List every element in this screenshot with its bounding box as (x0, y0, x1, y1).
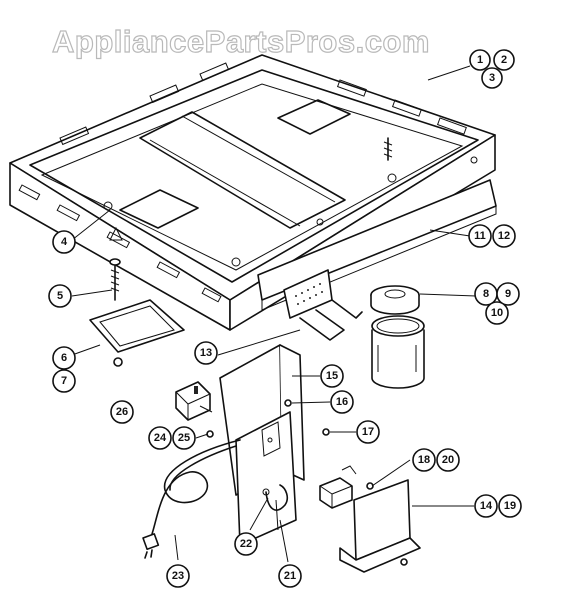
screw-bottom (400, 558, 408, 566)
callout-12: 12 (492, 224, 516, 248)
bracket-14 (339, 479, 421, 573)
callout-17: 17 (356, 420, 380, 444)
callout-7: 7 (52, 369, 76, 393)
svg-text:25: 25 (178, 432, 190, 444)
svg-text:24: 24 (154, 432, 167, 444)
callout-3: 3 (481, 67, 503, 89)
vent-bracket (283, 269, 363, 341)
svg-text:16: 16 (336, 396, 348, 408)
svg-text:8: 8 (483, 288, 489, 300)
callout-10: 10 (485, 301, 509, 325)
callout-1: 1 (469, 49, 491, 71)
svg-text:11: 11 (474, 230, 486, 242)
callout-23: 23 (166, 564, 190, 588)
cooktop-pan (9, 54, 496, 331)
screw-17 (322, 428, 330, 436)
svg-text:15: 15 (326, 370, 338, 382)
callout-20: 20 (436, 448, 460, 472)
control-bracket (219, 344, 305, 546)
svg-text:6: 6 (61, 352, 67, 364)
cover-plate (89, 299, 185, 367)
callout-19: 19 (498, 494, 522, 518)
screw-16 (284, 399, 292, 407)
grease-jar (370, 285, 425, 389)
power-cord (142, 439, 241, 559)
svg-text:19: 19 (504, 500, 516, 512)
svg-text:10: 10 (491, 307, 503, 319)
callout-9: 9 (496, 282, 520, 306)
svg-text:7: 7 (61, 375, 67, 387)
svg-text:2: 2 (501, 54, 507, 66)
svg-text:22: 22 (240, 538, 252, 550)
svg-text:14: 14 (480, 500, 493, 512)
terminal-block (319, 465, 357, 509)
switch-26 (175, 381, 211, 421)
svg-text:21: 21 (284, 570, 296, 582)
callout-15: 15 (320, 364, 344, 388)
watermark-text: AppliancePartsPros.com (52, 24, 430, 59)
callout-6: 6 (52, 346, 76, 370)
svg-text:26: 26 (116, 406, 128, 418)
callout-26: 26 (110, 400, 134, 424)
screw-18 (366, 482, 374, 490)
screw-5 (109, 258, 121, 301)
callout-4: 4 (52, 230, 76, 254)
callout-18: 18 (412, 448, 436, 472)
svg-text:18: 18 (418, 454, 430, 466)
svg-text:3: 3 (489, 72, 495, 84)
callout-24: 24 (148, 426, 172, 450)
svg-text:13: 13 (200, 347, 212, 359)
callout-2: 2 (493, 49, 515, 71)
callout-13: 13 (194, 341, 218, 365)
callout-14: 14 (474, 494, 498, 518)
svg-text:5: 5 (57, 290, 63, 302)
svg-text:17: 17 (362, 426, 374, 438)
wire-harness (265, 484, 288, 531)
callout-11: 11 (468, 224, 492, 248)
callout-25: 25 (172, 426, 196, 450)
svg-text:12: 12 (498, 230, 510, 242)
leader-lines (71, 65, 477, 563)
callout-22: 22 (234, 532, 258, 556)
callout-16: 16 (330, 390, 354, 414)
svg-text:4: 4 (61, 236, 68, 248)
svg-text:20: 20 (442, 454, 454, 466)
svg-text:9: 9 (505, 288, 511, 300)
front-bracket-rail (257, 179, 497, 311)
callout-5: 5 (48, 284, 72, 308)
svg-text:23: 23 (172, 570, 184, 582)
callout-21: 21 (278, 564, 302, 588)
svg-text:1: 1 (477, 54, 483, 66)
